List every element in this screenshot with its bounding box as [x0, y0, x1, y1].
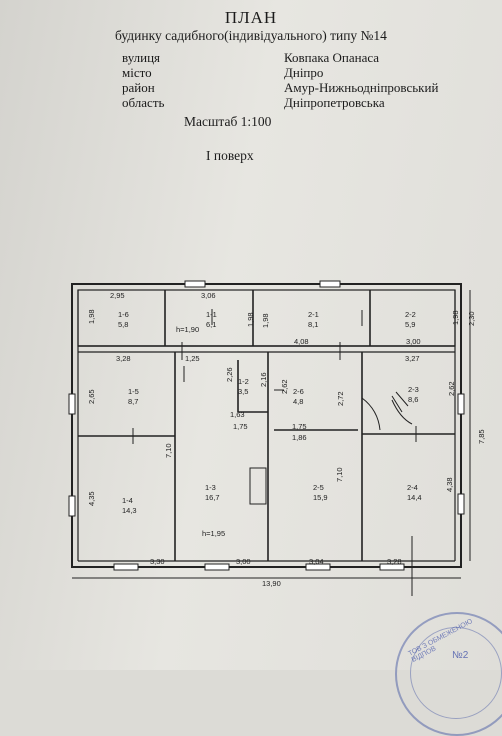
- dim-label: 2,72: [336, 391, 345, 406]
- dim-label: 3,28: [116, 354, 131, 363]
- dim-label: 3,30: [150, 557, 165, 566]
- dim-label: 1,86: [292, 433, 307, 442]
- room-2-4-id: 2-4: [407, 483, 418, 492]
- room-2-6-area: 4,8: [293, 397, 303, 406]
- city-value: Дніпро: [284, 65, 324, 80]
- dim-label: 1,98: [451, 310, 460, 325]
- plan-subtitle: будинку садибного(індивідуального) типу …: [115, 28, 387, 43]
- stamp-number: №2: [452, 650, 469, 661]
- dim-label: 2,65: [87, 389, 96, 404]
- dim-label: 1,98: [246, 312, 255, 327]
- region-value: Дніпропетровська: [284, 95, 385, 110]
- walls: [71, 283, 462, 568]
- room-1-5-area: 8,7: [128, 397, 138, 406]
- scale-label: Масштаб 1:100: [184, 114, 272, 129]
- room-1-6-area: 5,8: [118, 320, 128, 329]
- room-1-3-id: 1-3: [205, 483, 216, 492]
- room-2-1-id: 2-1: [308, 310, 319, 319]
- region-label: область: [122, 95, 165, 110]
- room-1-4-id: 1-4: [122, 496, 133, 505]
- dim-label: 13,90: [262, 579, 281, 588]
- dim-label: 1,75: [292, 422, 307, 431]
- windows: [68, 280, 465, 571]
- dim-label: 3,28: [387, 557, 402, 566]
- dim-label: 3,04: [309, 557, 324, 566]
- dim-label: 7,10: [164, 443, 173, 458]
- room-2-2-id: 2-2: [405, 310, 416, 319]
- room-2-2-area: 5,9: [405, 320, 415, 329]
- room-2-4-area: 14,4: [407, 493, 422, 502]
- dim-label: 3,00: [236, 557, 251, 566]
- street-value: Ковпака Опанаса: [284, 50, 380, 65]
- room-1-2-id: 1-2: [238, 377, 249, 386]
- district-value: Амур-Нижньодніпровський: [284, 80, 439, 95]
- plan-sheet: [0, 0, 502, 670]
- room-1-3-area: 16,7: [205, 493, 220, 502]
- dim-label: 2,62: [280, 379, 289, 394]
- dim-label: 4,35: [87, 491, 96, 506]
- room-2-3-area: 8,6: [408, 395, 418, 404]
- dim-label: h=1,95: [202, 529, 225, 538]
- room-2-5-area: 15,9: [313, 493, 328, 502]
- street-label: вулиця: [122, 50, 161, 65]
- floor-plan: 1-6 5,8 1-1 6,1 2-1 8,1 2-2 5,9 1-5 8,7 …: [68, 280, 486, 596]
- room-2-3-id: 2-3: [408, 385, 419, 394]
- dim-label: 2,62: [447, 381, 456, 396]
- room-1-1-area: 6,1: [206, 320, 216, 329]
- dim-label: 3,27: [405, 354, 420, 363]
- room-1-4-area: 14,3: [122, 506, 137, 515]
- city-label: місто: [122, 65, 152, 80]
- dim-label: 2,26: [225, 367, 234, 382]
- dim-label: 1,98: [261, 313, 270, 328]
- dim-label: 1,63: [230, 410, 245, 419]
- room-1-2-area: 3,5: [238, 387, 248, 396]
- room-1-6-id: 1-6: [118, 310, 129, 319]
- dim-label: 2,30: [467, 311, 476, 326]
- room-1-1-id: 1-1: [206, 310, 217, 319]
- dimension-labels: 2,95 3,06 1,98 1,98 1,98 1,98 2,30 h=1,9…: [87, 291, 486, 588]
- district-label: район: [122, 80, 155, 95]
- dim-label: 2,16: [259, 372, 268, 387]
- dim-label: 7,85: [477, 429, 486, 444]
- room-1-5-id: 1-5: [128, 387, 139, 396]
- extension-lines: [72, 290, 471, 596]
- dim-label: 7,10: [335, 467, 344, 482]
- dim-label: 3,06: [201, 291, 216, 300]
- room-2-6-id: 2-6: [293, 387, 304, 396]
- floor-label: І поверх: [206, 148, 254, 163]
- dim-label: 1,25: [185, 354, 200, 363]
- room-2-1-area: 8,1: [308, 320, 318, 329]
- plan-title: ПЛАН: [224, 8, 278, 27]
- dim-label: 1,98: [87, 309, 96, 324]
- dim-label: 2,95: [110, 291, 125, 300]
- dim-label: 3,00: [406, 337, 421, 346]
- dim-label: 1,75: [233, 422, 248, 431]
- dim-label: h=1,90: [176, 325, 199, 334]
- dim-label: 4,38: [445, 477, 454, 492]
- dim-label: 4,08: [294, 337, 309, 346]
- room-labels: 1-6 5,8 1-1 6,1 2-1 8,1 2-2 5,9 1-5 8,7 …: [118, 310, 422, 515]
- room-2-5-id: 2-5: [313, 483, 324, 492]
